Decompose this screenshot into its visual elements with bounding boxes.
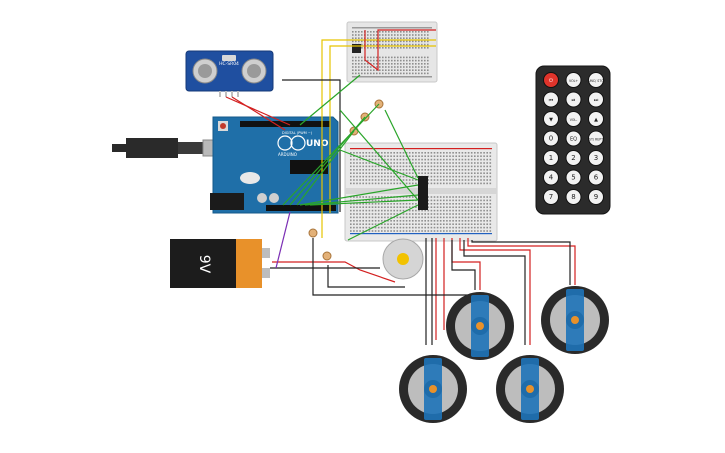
- remote-button-label: VOL+: [569, 79, 578, 83]
- remote-button-label: ⏻: [549, 78, 553, 84]
- top-breadboard[interactable]: [346, 21, 438, 83]
- wheel-front-left[interactable]: [446, 292, 514, 360]
- remote-button-eq[interactable]: EQ: [565, 130, 582, 147]
- remote-button-down[interactable]: ▼: [543, 111, 559, 127]
- remote-button-power[interactable]: ⏻: [543, 72, 559, 88]
- arduino-digital-label: DIGITAL (PWM ~): [282, 131, 313, 135]
- remote-button-label: 6: [594, 174, 599, 182]
- remote-button-label: ST/ REPT: [589, 138, 603, 142]
- remote-button-label: 9: [594, 193, 598, 201]
- usb-cable: [112, 138, 228, 158]
- remote-button-zero[interactable]: 0: [543, 130, 559, 147]
- remote-button-four[interactable]: 4: [543, 169, 559, 186]
- remote-button-label: ▲: [594, 117, 598, 123]
- remote-button-func[interactable]: FUNC/ STOP: [586, 72, 606, 88]
- wheel-front-right[interactable]: [541, 286, 609, 354]
- remote-button-nine[interactable]: 9: [588, 189, 604, 205]
- motor-driver-ic[interactable]: [418, 176, 428, 210]
- wheel-rear-left[interactable]: [399, 355, 467, 423]
- remote-button-label: 0: [549, 135, 553, 143]
- remote-button-label: ⏮: [549, 98, 554, 104]
- sensor-label: HC-SR04: [219, 61, 239, 67]
- remote-button-label: 5: [571, 174, 575, 182]
- push-button[interactable]: [352, 44, 361, 53]
- ultrasonic-sensor[interactable]: HC-SR04: [185, 50, 274, 97]
- remote-button-label: 8: [571, 193, 575, 201]
- remote-button-five[interactable]: 5: [565, 169, 582, 186]
- wires: [225, 29, 576, 345]
- arduino-uno[interactable]: UNO ARDUINO DIGITAL (PWM ~): [210, 116, 339, 214]
- remote-button-label: VOL-: [570, 118, 578, 122]
- wheel-rear-right[interactable]: [496, 355, 564, 423]
- remote-button-label: 3: [594, 154, 598, 162]
- battery-9v[interactable]: 9V: [170, 239, 270, 288]
- remote-button-prev[interactable]: ⏮: [543, 91, 559, 108]
- remote-button-label: ▼: [549, 117, 553, 123]
- arduino-model: UNO: [306, 139, 329, 149]
- dc-motor[interactable]: [382, 238, 424, 280]
- remote-button-label: 1: [549, 154, 553, 162]
- remote-button-play[interactable]: ⏯: [565, 91, 582, 108]
- remote-button-label: FUNC/ STOP: [586, 79, 605, 83]
- remote-button-label: ⏯: [571, 98, 575, 104]
- main-breadboard[interactable]: [344, 142, 498, 242]
- remote-button-label: ⏭: [594, 98, 599, 104]
- remote-button-seven[interactable]: 7: [543, 189, 559, 205]
- remote-button-up[interactable]: ▲: [588, 111, 604, 127]
- remote-button-label: EQ: [570, 137, 577, 143]
- remote-button-vol-up[interactable]: VOL+: [565, 72, 582, 88]
- battery-label: 9V: [196, 255, 212, 274]
- remote-button-three[interactable]: 3: [588, 150, 604, 166]
- remote-button-two[interactable]: 2: [565, 150, 582, 166]
- remote-button-label: 4: [549, 174, 554, 182]
- remote-button-next[interactable]: ⏭: [588, 91, 604, 108]
- remote-button-label: 7: [549, 193, 553, 201]
- remote-button-label: 2: [571, 154, 575, 162]
- remote-button-one[interactable]: 1: [543, 150, 559, 166]
- remote-button-six[interactable]: 6: [588, 169, 604, 186]
- remote-button-st-rept[interactable]: ST/ REPT: [588, 130, 604, 147]
- remote-button-eight[interactable]: 8: [565, 189, 582, 205]
- ir-remote[interactable]: ⏻ VOL+ FUNC/ STOP ⏮ ⏯ ⏭ ▼ VOL- ▲ 0 EQ ST/ REPT 1 2 3 4 5…: [535, 65, 611, 215]
- arduino-brand: ARDUINO: [278, 152, 297, 157]
- remote-button-vol-down[interactable]: VOL-: [565, 111, 582, 127]
